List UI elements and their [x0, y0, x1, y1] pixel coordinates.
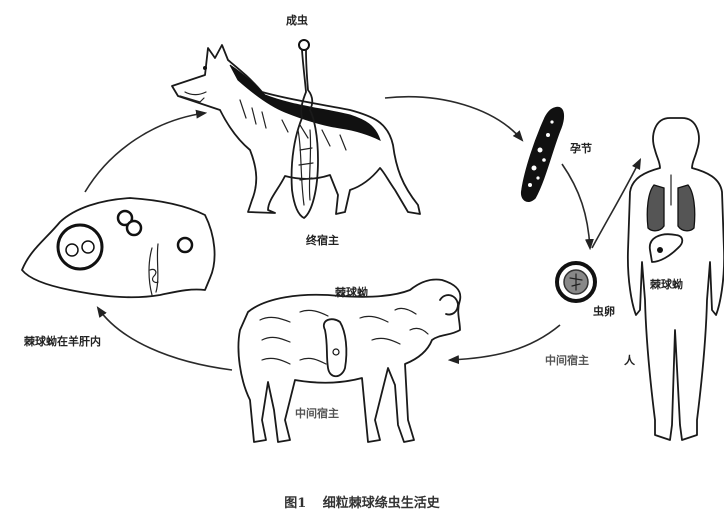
dog-illustration [171, 44, 421, 215]
caption-title: 细粒棘球绦虫生活史 [322, 496, 440, 511]
gravid-proglottid-illustration [520, 106, 565, 202]
label-definitive-host: 终宿主 [306, 234, 339, 247]
arrow-egg-to-human [591, 157, 642, 249]
arrow-dog-to-proglottid [384, 95, 524, 142]
arrow-proglottid-to-egg [561, 163, 594, 251]
arrow-sheep-to-liver [96, 306, 233, 371]
arrow-egg-to-sheep [447, 324, 561, 365]
figure-caption: 图1 细粒棘球绦虫生活史 [0, 492, 724, 511]
label-gravid-proglottid: 孕节 [570, 142, 592, 155]
label-hydatid-in-sheep-liver: 棘球蚴在羊肝内 [24, 335, 101, 348]
label-hydatid-human: 棘球蚴 [650, 278, 683, 291]
arrow-liver-to-dog [84, 109, 208, 193]
label-hydatid-sheep: 棘球蚴 [335, 286, 368, 299]
adult-worm-illustration [290, 39, 319, 219]
label-intermediate-host-human: 中间宿主 [545, 354, 589, 367]
sheep-liver-illustration [21, 197, 216, 299]
caption-number: 图1 [284, 496, 307, 511]
egg-illustration [555, 261, 597, 303]
human-illustration [626, 117, 724, 441]
label-adult-worm: 成虫 [286, 14, 308, 27]
sheep-illustration [237, 278, 462, 443]
label-human: 人 [624, 354, 635, 367]
label-intermediate-host-sheep: 中间宿主 [295, 407, 339, 420]
cycle-arrows [84, 95, 642, 371]
label-egg: 虫卵 [593, 305, 615, 318]
